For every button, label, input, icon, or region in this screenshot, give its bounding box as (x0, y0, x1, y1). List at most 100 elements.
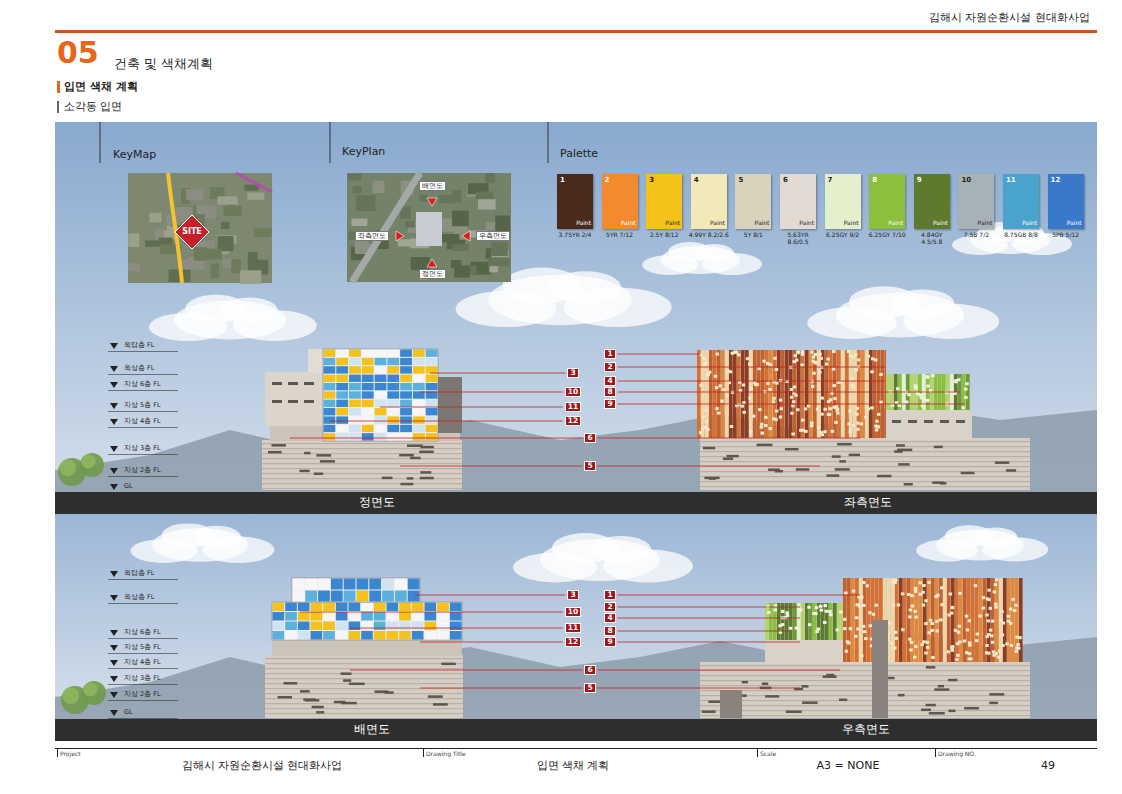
louver-dash (775, 410, 779, 413)
footer-value: 입면 색채 계획 (537, 759, 610, 772)
level-line (108, 700, 178, 701)
louver-stripe (855, 578, 859, 662)
facade-band (700, 685, 1030, 686)
leader-line (400, 466, 582, 467)
mosaic-tile (400, 383, 412, 390)
mosaic-tile (323, 631, 335, 640)
louver-dash (927, 581, 931, 584)
louver-dash (850, 377, 854, 380)
louver-dash (994, 603, 998, 606)
level-line (108, 374, 178, 375)
louver-dash (951, 649, 955, 652)
louver-dash (804, 407, 808, 410)
louver-stripe (709, 350, 713, 438)
louver-stripe (833, 603, 837, 640)
leader-line (598, 466, 820, 467)
swatch-number: 9 (917, 176, 922, 184)
louver-dash (890, 642, 894, 645)
louver-stripe (725, 350, 729, 438)
aerial-patch (488, 257, 509, 266)
louver-stripe (1007, 578, 1011, 662)
swatch-number: 4 (694, 176, 699, 184)
elevation-title: 우측면도 (842, 722, 890, 736)
mosaic-tile (349, 391, 361, 398)
facade-band (272, 640, 462, 656)
level-marker (110, 595, 118, 601)
footer-tick (935, 749, 936, 757)
swatch-note: Paint (888, 219, 903, 226)
louver-dash (839, 611, 843, 614)
mosaic-tile (285, 622, 297, 631)
louver-dash (775, 382, 779, 385)
mosaic-tile (293, 591, 305, 602)
louver-dash (926, 399, 930, 402)
level-line (108, 638, 178, 639)
mosaic-tile (336, 631, 348, 640)
mosaic-tile (349, 383, 361, 390)
louver-dash (905, 400, 909, 403)
mosaic-tile (336, 416, 348, 423)
window (320, 460, 335, 463)
mosaic-tile (387, 383, 399, 390)
mosaic-tile (399, 603, 411, 612)
leader-line (618, 595, 860, 596)
louver-stripe (813, 350, 817, 438)
aerial-patch (454, 266, 470, 278)
louver-dash (922, 398, 926, 401)
mosaic-tile (374, 603, 386, 612)
louver-dash (940, 603, 944, 606)
louver-stripe (713, 350, 717, 438)
window (948, 679, 957, 682)
mosaic-tile (324, 350, 336, 357)
louver-stripe (793, 603, 797, 640)
louver-dash (849, 430, 853, 433)
mosaic-tile (425, 612, 437, 621)
facade-band (700, 481, 1030, 482)
window (374, 690, 388, 693)
mosaic-tile (375, 383, 387, 390)
mosaic-tile (387, 433, 399, 440)
window (956, 420, 965, 423)
louver-dash (986, 619, 990, 622)
louver-dash (772, 397, 776, 400)
louver-dash (1011, 598, 1015, 601)
window (420, 477, 434, 480)
leader-line (350, 628, 563, 629)
louver-dash (814, 353, 818, 356)
louver-stripe (805, 350, 809, 438)
window (284, 682, 298, 685)
louver-dash (835, 405, 839, 408)
mosaic-tile (349, 622, 361, 631)
mosaic-tile (450, 603, 462, 612)
facade-band (265, 673, 463, 674)
aerial-patch (128, 233, 139, 246)
aerial-patch (373, 181, 385, 193)
mosaic-tile (336, 391, 348, 398)
louver-dash (909, 648, 913, 651)
window (288, 400, 298, 403)
mosaic-tile (362, 358, 374, 365)
louver-dash (746, 357, 750, 360)
window (839, 460, 845, 463)
callout-text: 3 (570, 368, 575, 378)
mosaic-tile (323, 603, 335, 612)
louver-dash (781, 610, 785, 613)
louver-dash (810, 350, 814, 353)
cloud (694, 244, 734, 262)
louver-dash (935, 629, 939, 632)
louver-dash (908, 615, 912, 618)
louver-dash (848, 410, 852, 413)
louver-dash (781, 623, 785, 626)
facade-band (265, 663, 463, 664)
window (849, 454, 860, 457)
window (926, 704, 936, 707)
cloud (549, 271, 621, 303)
mosaic-tile (375, 358, 387, 365)
louver-stripe (765, 350, 769, 438)
louver-dash (705, 420, 709, 423)
mosaic-facade (272, 602, 462, 640)
mosaic-tile (400, 408, 412, 415)
view-label: 우측면도 (476, 231, 510, 241)
louver-dash (836, 412, 840, 415)
louver-dash (945, 391, 949, 394)
